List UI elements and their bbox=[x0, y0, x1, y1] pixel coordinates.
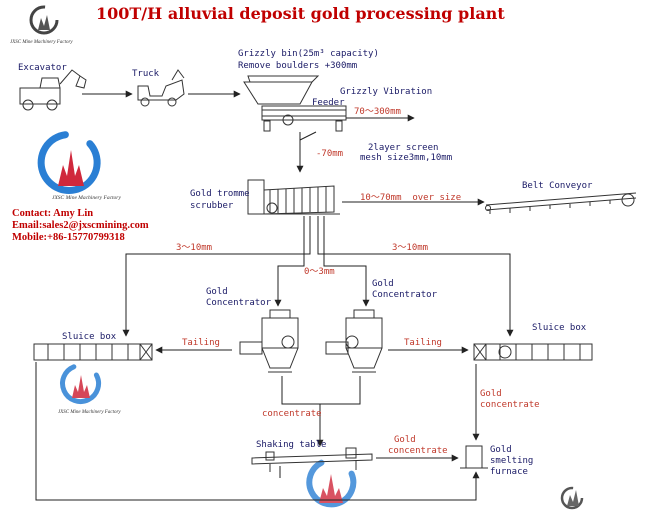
grizzly-bin-label: Grizzly bin(25m³ capacity) bbox=[238, 49, 379, 59]
flow-70-300-label: 70～300mm bbox=[354, 107, 401, 117]
flow-lines bbox=[35, 90, 514, 501]
sluice-box-right-icon bbox=[473, 343, 593, 361]
trommel-scrubber-icon bbox=[247, 179, 340, 215]
sluice-box-left-label: Sluice box bbox=[62, 332, 117, 342]
contact-name: Contact: Amy Lin bbox=[12, 208, 94, 219]
grizzly-feeder-label-1: Grizzly Vibration bbox=[340, 87, 433, 97]
belt-conveyor-icon bbox=[485, 192, 637, 214]
gold-concentrate-right-label-2: concentrate bbox=[480, 400, 540, 410]
tailing-left-label: Tailing bbox=[182, 338, 220, 348]
grizzly-bin-note: Remove boulders +300mm bbox=[238, 61, 358, 71]
tailing-right-label: Tailing bbox=[404, 338, 442, 348]
sluice-box-right-label: Sluice box bbox=[532, 323, 587, 333]
contact-email[interactable]: Email:sales2@jxscmining.com bbox=[12, 220, 149, 231]
gold-concentrator-left-icon bbox=[239, 309, 299, 373]
gold-concentrator-right-icon bbox=[325, 309, 383, 373]
flow-minus70-label: -70mm bbox=[316, 149, 344, 159]
excavator-icon bbox=[19, 69, 87, 111]
logo-bottom-watermark-icon bbox=[306, 459, 357, 508]
flow-0-3-label: 0～3mm bbox=[304, 267, 335, 277]
concentrator-left-label-2: Concentrator bbox=[206, 298, 272, 308]
belt-conveyor-label: Belt Conveyor bbox=[522, 181, 593, 191]
smelting-furnace-icon bbox=[460, 445, 488, 469]
truck-label: Truck bbox=[132, 69, 160, 79]
flow-10-70-label: 10～70mm over size bbox=[360, 193, 462, 203]
screen-label-2: mesh size3mm,10mm bbox=[360, 153, 453, 163]
contact-mobile: Mobile:+86-15770799318 bbox=[12, 232, 125, 243]
grizzly-feeder-label-2: Feeder bbox=[312, 98, 345, 108]
logo-sluice-icon bbox=[60, 364, 101, 404]
gold-concentrate-right-label-1: Gold bbox=[480, 389, 502, 399]
concentrator-right-label-2: Concentrator bbox=[372, 290, 438, 300]
trommel-label-2: scrubber bbox=[190, 201, 234, 211]
brand-name-top: JXSC Mine Machinery Factory bbox=[10, 40, 73, 45]
trommel-label-1: Gold tromme bbox=[190, 189, 250, 199]
furnace-label-2: smelting bbox=[490, 456, 534, 466]
grizzly-feeder-icon bbox=[261, 105, 347, 132]
logo-contact-icon bbox=[37, 131, 101, 194]
shaking-table-label: Shaking table bbox=[256, 440, 327, 450]
brand-name-contact: JXSC Mine Machinery Factory bbox=[52, 195, 121, 201]
gold-concentrate-table-label-2: concentrate bbox=[388, 446, 448, 456]
grizzly-bin-icon bbox=[243, 75, 320, 105]
furnace-label-3: furnace bbox=[490, 467, 528, 477]
truck-icon bbox=[137, 69, 185, 107]
logo-top-left-icon bbox=[29, 5, 59, 35]
flow-3-10-left-label: 3～10mm bbox=[176, 243, 213, 253]
screen-label-1: 2layer screen bbox=[368, 143, 439, 153]
flow-3-10-right-label: 3～10mm bbox=[392, 243, 429, 253]
concentrator-right-label-1: Gold bbox=[372, 279, 394, 289]
furnace-label-1: Gold bbox=[490, 445, 512, 455]
gold-concentrate-table-label-1: Gold bbox=[394, 435, 416, 445]
page-title: 100T/H alluvial deposit gold processing … bbox=[96, 4, 505, 23]
brand-name-sluice: JXSC Mine Machinery Factory bbox=[58, 410, 121, 415]
shaking-table-icon bbox=[251, 447, 373, 472]
concentrate-label: concentrate bbox=[262, 409, 322, 419]
concentrator-left-label-1: Gold bbox=[206, 287, 228, 297]
excavator-label: Excavator bbox=[18, 63, 67, 73]
sluice-box-left-icon bbox=[33, 343, 153, 361]
logo-bottom-right-icon bbox=[560, 486, 584, 510]
